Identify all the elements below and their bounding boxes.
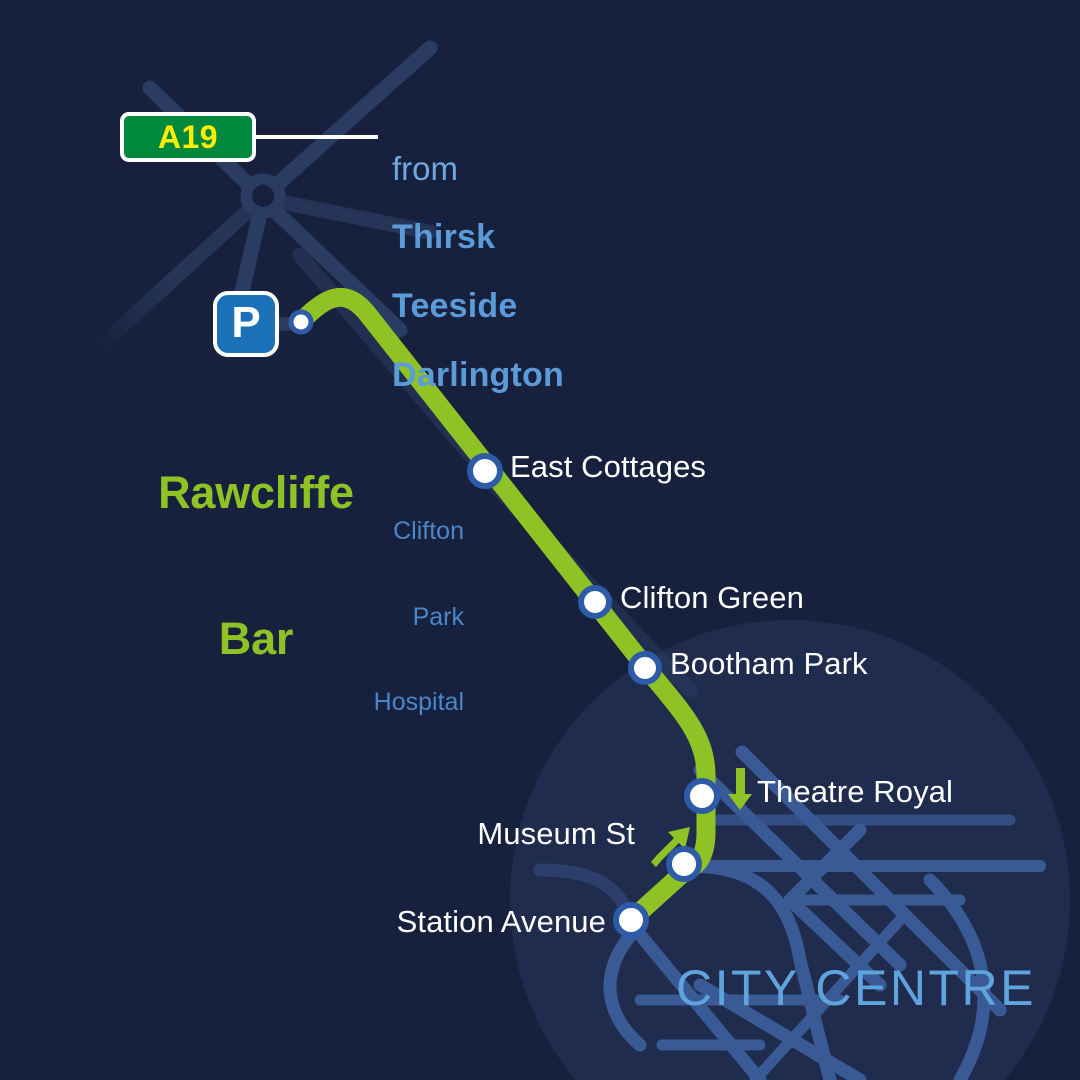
city-centre-streets bbox=[603, 745, 1046, 1080]
stop-marker[interactable] bbox=[628, 651, 662, 685]
stop-marker[interactable] bbox=[578, 585, 612, 619]
parking-icon[interactable]: P bbox=[213, 291, 279, 357]
stop-marker[interactable] bbox=[684, 778, 720, 814]
parking-letter: P bbox=[231, 298, 261, 347]
a19-road-shield[interactable]: A19 bbox=[120, 112, 256, 162]
stop-markers bbox=[288, 309, 720, 938]
a19-label: A19 bbox=[157, 118, 219, 155]
park-and-ride-route bbox=[291, 288, 716, 930]
stop-marker[interactable] bbox=[613, 902, 649, 938]
stop-marker[interactable] bbox=[666, 846, 702, 882]
theatre-royal-arrow-icon bbox=[728, 768, 752, 810]
roundabout-icon bbox=[240, 173, 286, 219]
stop-marker[interactable] bbox=[467, 453, 503, 489]
stop-marker[interactable] bbox=[288, 309, 314, 335]
museum-st-arrow-icon bbox=[651, 827, 690, 867]
